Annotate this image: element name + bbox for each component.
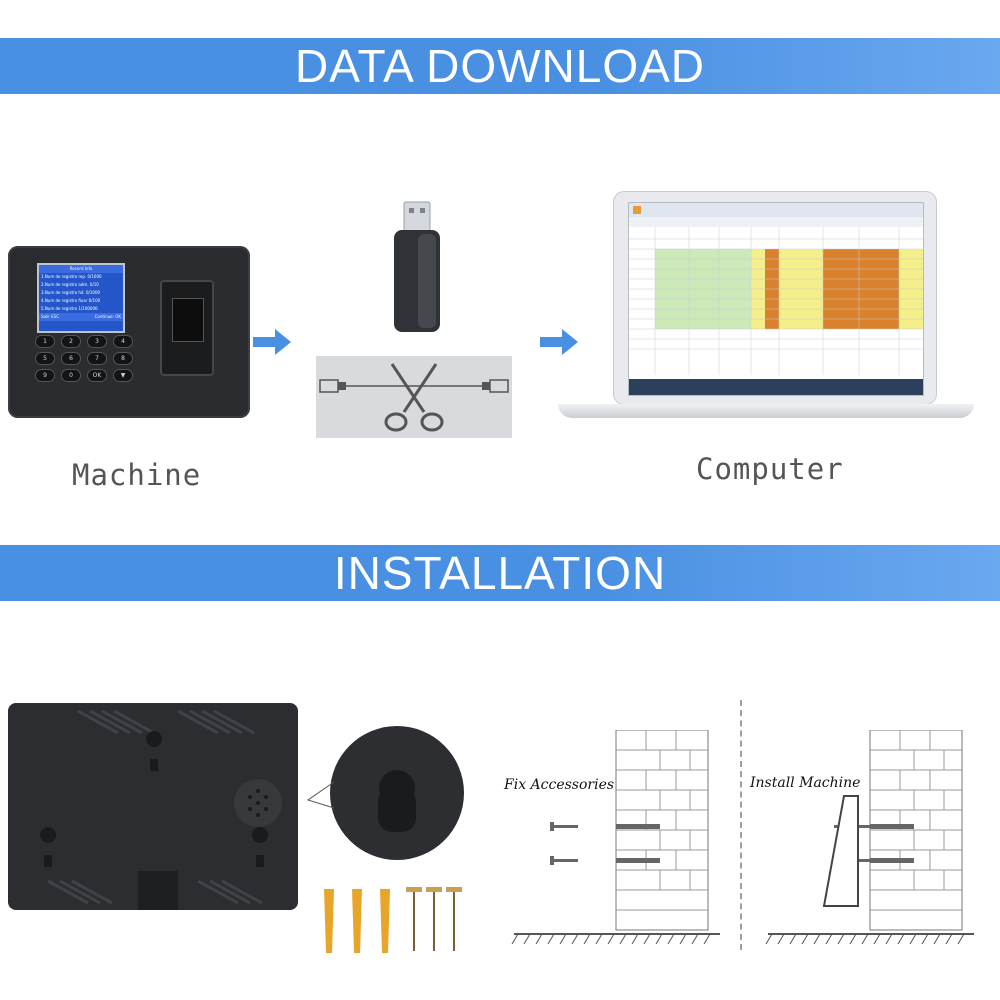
key-4[interactable]: 4 [114,336,132,347]
wall-diagram-install-machine [765,730,974,945]
machine-back-panel [8,703,298,910]
section-title-installation: INSTALLATION [333,547,667,599]
section-title-download: DATA DOWNLOAD [295,40,705,92]
laptop-base [558,404,974,418]
key-0[interactable]: 0 [62,370,80,381]
lcd-row: 2.Num de registro adm. 0/10 [41,282,99,287]
banner-installation: INSTALLATION [0,545,1000,601]
key-down[interactable]: ▼ [114,370,132,381]
divider [740,700,742,950]
key-8[interactable]: 8 [114,353,132,364]
screws-and-anchors [324,887,462,953]
label-fix-accessories: Fix Accessories [504,777,615,793]
lcd-row: 4.Num de registro fixar 0/100 [41,298,101,303]
spreadsheet-screen [628,202,924,396]
key-2[interactable]: 2 [62,336,80,347]
lcd-header: Record Info [39,265,123,273]
keyhole-zoom [330,726,464,860]
key-7[interactable]: 7 [88,353,106,364]
lcd-row: 5.Num de registro 1/100000 [41,306,98,311]
arrow-right-icon [253,329,291,355]
usb-drive-icon [394,201,440,332]
lcd-row: 3.Num de registro hd. 0/1000 [41,290,101,295]
zoom-pointer [306,781,335,809]
lcd-footer-right: Continue: OK [94,314,121,319]
key-3[interactable]: 3 [88,336,106,347]
fingerprint-sensor [160,280,214,376]
usb-cable-icon [319,363,509,432]
keypad: 1 2 3 4 5 6 7 8 9 0 OK ▼ [36,336,132,381]
key-1[interactable]: 1 [36,336,54,347]
caption-computer: Computer [696,452,844,486]
usb-cable-panel [316,356,512,438]
lcd-footer-left: Salir ESC [41,314,59,319]
scissors-icon [384,363,444,432]
label-install-machine: Install Machine [750,775,861,791]
lcd-row: 1.Num de registro rep. 0/1000 [41,274,102,279]
laptop [614,192,936,404]
attendance-machine: Record Info 1.Num de registro rep. 0/100… [8,246,250,418]
key-ok[interactable]: OK [88,370,106,381]
wall-diagram-fix-accessories [511,730,720,945]
key-5[interactable]: 5 [36,353,54,364]
caption-machine: Machine [72,458,202,492]
key-9[interactable]: 9 [36,370,54,381]
key-6[interactable]: 6 [62,353,80,364]
arrow-right-icon [540,329,578,355]
lcd-screen: Record Info 1.Num de registro rep. 0/100… [37,263,125,333]
banner-data-download: DATA DOWNLOAD [0,38,1000,94]
